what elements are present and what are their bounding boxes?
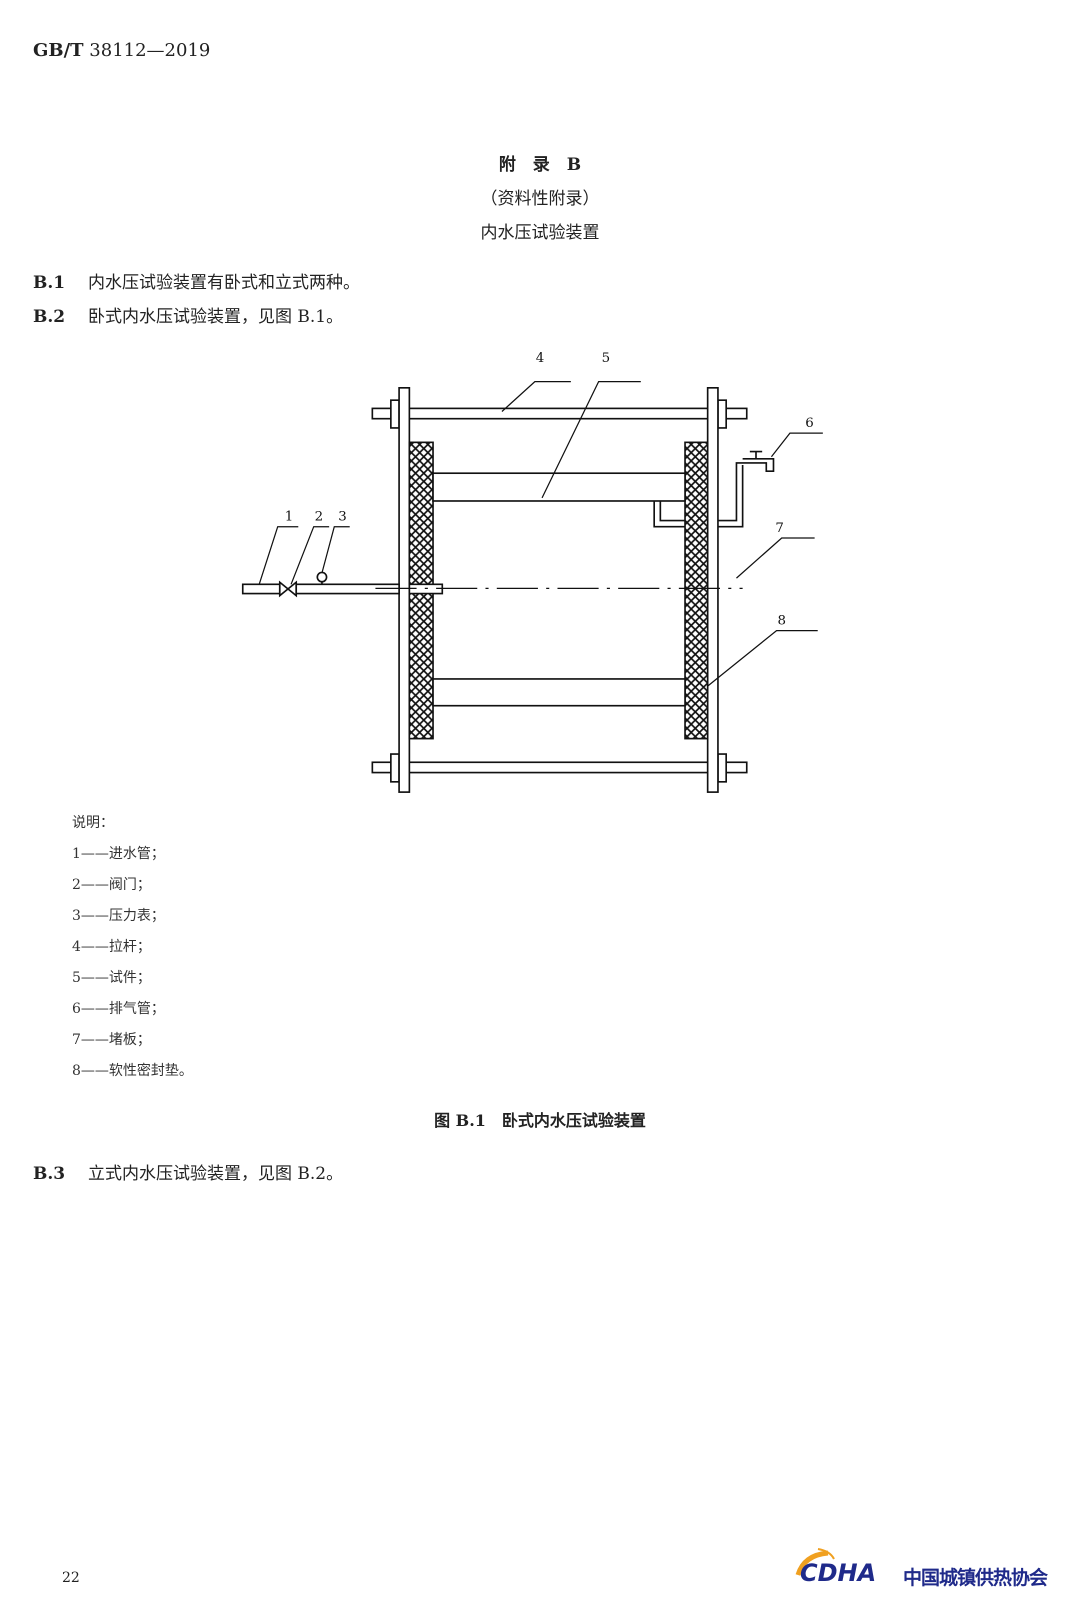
callout-1: 1	[285, 510, 293, 525]
legend-item: 2——阀门；	[72, 877, 151, 893]
paragraph-b2: B.2 卧式内水压试验装置，见图 B.1。	[33, 302, 343, 327]
pressure-gauge	[316, 571, 328, 583]
specimen-wall-top	[432, 472, 686, 502]
paragraph-b1: B.1 内水压试验装置有卧式和立式两种。	[33, 268, 360, 293]
appendix-name: 内水压试验装置	[480, 223, 600, 243]
appendix-title: 附 录 B	[498, 155, 582, 175]
end-plate-right	[706, 387, 719, 793]
cdha-watermark-logo: CDHA 中国城镇供热协会	[790, 1545, 1070, 1595]
legend-item: 3——压力表；	[72, 908, 165, 924]
clause-text: 内水压试验装置有卧式和立式两种。	[88, 273, 360, 293]
standard-header: GB/T 38112—2019	[33, 40, 210, 61]
legend-item: 1——进水管；	[72, 846, 165, 862]
callout-3: 3	[338, 510, 346, 525]
inlet-pipe	[241, 583, 281, 595]
logo-org-name: 中国城镇供热协会	[903, 1567, 1048, 1589]
nut	[717, 753, 727, 783]
gasket-right	[684, 441, 709, 740]
legend-item: 5——试件；	[72, 970, 151, 986]
valve	[278, 580, 298, 598]
legend-item: 6——排气管；	[72, 1001, 165, 1017]
page-number: 22	[62, 1570, 80, 1586]
appendix-subtitle: （资料性附录）	[480, 189, 600, 209]
callout-7: 7	[775, 521, 783, 536]
clause-number: B.3	[33, 1164, 66, 1184]
vent-pipe	[717, 457, 775, 528]
legend-item: 4——拉杆；	[72, 939, 151, 955]
legend-item: 7——堵板；	[72, 1032, 151, 1048]
callout-4: 4	[536, 351, 544, 366]
callout-2: 2	[315, 510, 323, 525]
callout-5: 5	[602, 351, 610, 366]
logo-arc-icon	[795, 1548, 835, 1576]
paragraph-b3: B.3 立式内水压试验装置，见图 B.2。	[33, 1159, 343, 1184]
clause-text: 卧式内水压试验装置，见图 B.1。	[88, 307, 344, 327]
tie-rod-bottom	[371, 761, 748, 774]
specimen-wall-bottom	[432, 678, 686, 707]
std-number: 38112—2019	[89, 40, 211, 61]
nut	[717, 399, 727, 429]
legend-title: 说明：	[72, 815, 114, 831]
figure-caption: 图 B.1 卧式内水压试验装置	[434, 1111, 646, 1130]
nut	[390, 399, 400, 429]
std-prefix: GB/T	[33, 40, 84, 61]
tie-rod-top	[371, 407, 748, 420]
nut	[390, 753, 400, 783]
end-plate-left	[398, 387, 411, 793]
vent-bracket	[653, 500, 686, 528]
logo-abbr: CDHA	[800, 1559, 877, 1587]
clause-text: 立式内水压试验装置，见图 B.2。	[88, 1164, 344, 1184]
clause-number: B.2	[33, 307, 66, 327]
legend-item: 8——软性密封垫。	[72, 1063, 193, 1079]
callout-6: 6	[805, 416, 813, 431]
clause-number: B.1	[33, 273, 66, 293]
callout-8: 8	[777, 613, 785, 628]
